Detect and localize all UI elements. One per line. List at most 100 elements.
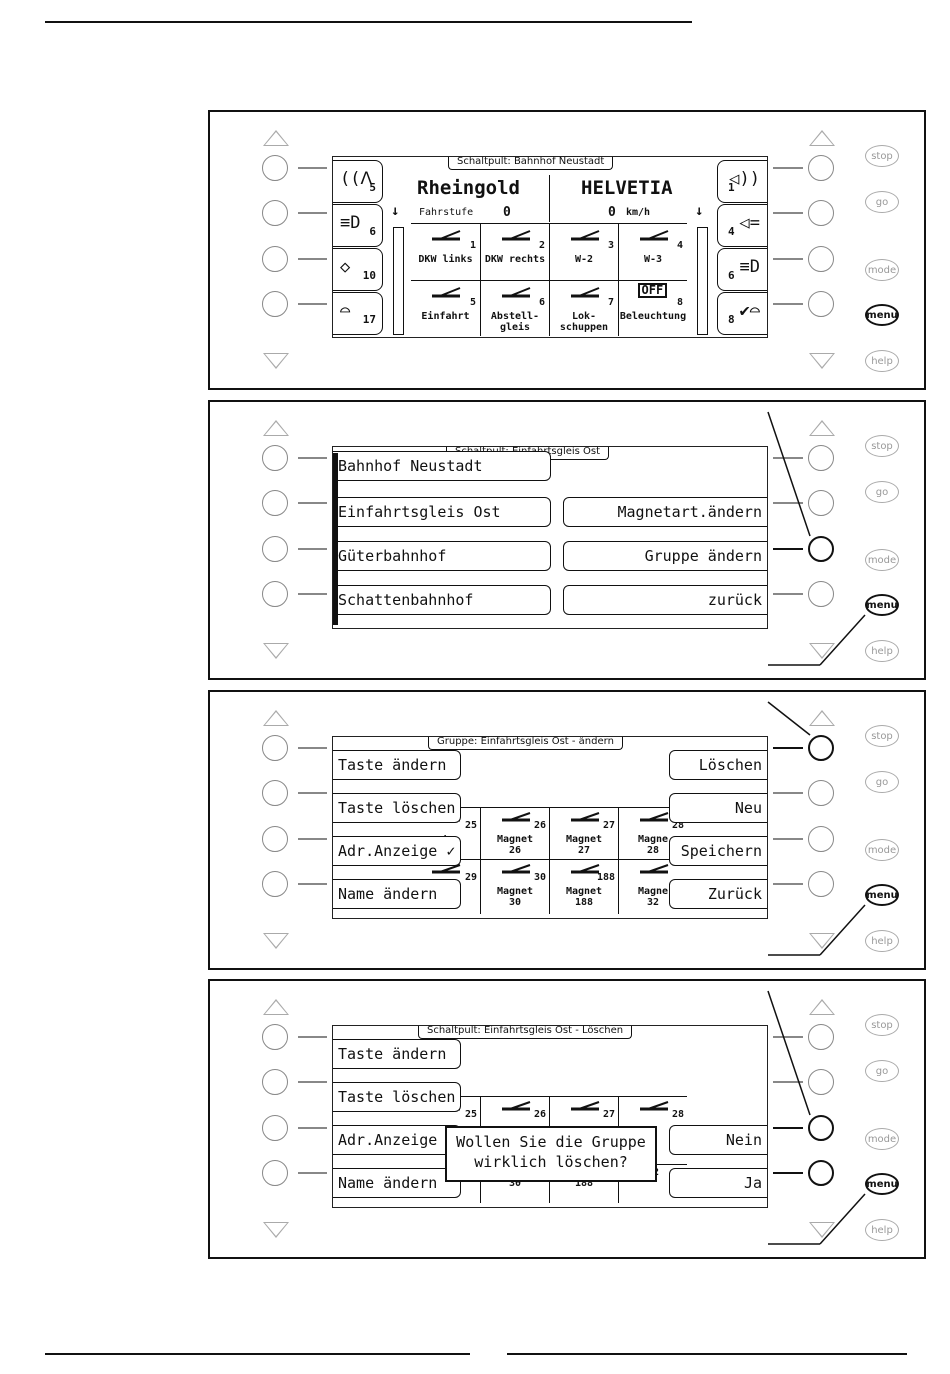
right-softkey-1[interactable] <box>808 735 834 761</box>
help-button[interactable]: help <box>865 930 899 952</box>
accessory-cell[interactable]: 28 <box>618 1096 687 1148</box>
accessory-cell[interactable]: 26 <box>480 1096 549 1148</box>
left-softkey-3[interactable] <box>262 246 288 272</box>
softkey-left-2[interactable]: Einfahrtsgleis Ost <box>333 497 551 527</box>
right-function-8[interactable]: 8✔⌓ <box>717 292 767 335</box>
left-softkey-4[interactable] <box>262 871 288 897</box>
left-softkey-1[interactable] <box>262 1024 288 1050</box>
softkey-right-1[interactable]: Magnetart.ändern <box>563 497 767 527</box>
stop-button[interactable]: stop <box>865 725 899 747</box>
mode-button[interactable]: mode <box>865 549 899 571</box>
left-softkey-3[interactable] <box>262 1115 288 1141</box>
right-function-4[interactable]: 4◁= <box>717 204 767 247</box>
right-softkey-2[interactable] <box>808 780 834 806</box>
stop-button[interactable]: stop <box>865 435 899 457</box>
right-softkey-2[interactable] <box>808 490 834 516</box>
left-function-10[interactable]: ◇10 <box>333 248 383 291</box>
left-softkey-4[interactable] <box>262 581 288 607</box>
softkey-right-1[interactable]: Löschen <box>669 750 767 780</box>
right-softkey-2[interactable] <box>808 1069 834 1095</box>
go-button[interactable]: go <box>865 481 899 503</box>
left-softkey-4[interactable] <box>262 291 288 317</box>
softkey-right-1[interactable]: Nein <box>669 1125 767 1155</box>
right-softkey-4[interactable] <box>808 1160 834 1186</box>
menu-button[interactable]: menu <box>865 884 899 906</box>
softkey-left-2[interactable]: Taste löschen <box>333 793 461 823</box>
right-softkey-3[interactable] <box>808 1115 834 1141</box>
right-softkey-1[interactable] <box>808 445 834 471</box>
accessory-cell[interactable]: Magne 32 <box>618 859 687 914</box>
mode-button[interactable]: mode <box>865 839 899 861</box>
right-down-arrow-icon[interactable] <box>809 643 835 659</box>
left-down-arrow-icon[interactable] <box>263 643 289 659</box>
go-button[interactable]: go <box>865 1060 899 1082</box>
right-down-arrow-icon[interactable] <box>809 1222 835 1238</box>
left-up-arrow-icon[interactable] <box>263 999 289 1015</box>
softkey-right-4[interactable]: Zurück <box>669 879 767 909</box>
left-up-arrow-icon[interactable] <box>263 130 289 146</box>
softkey-left-4[interactable]: Name ändern <box>333 1168 461 1198</box>
right-down-arrow-icon[interactable] <box>809 353 835 369</box>
softkey-right-2[interactable]: Ja <box>669 1168 767 1198</box>
accessory-cell[interactable]: 27 <box>549 1096 618 1148</box>
softkey-left-1[interactable]: Taste ändern <box>333 1039 461 1069</box>
left-down-arrow-icon[interactable] <box>263 933 289 949</box>
menu-button[interactable]: menu <box>865 594 899 616</box>
right-softkey-1[interactable] <box>808 1024 834 1050</box>
menu-button[interactable]: menu <box>865 1173 899 1195</box>
left-softkey-1[interactable] <box>262 155 288 181</box>
softkey-left-1[interactable]: Taste ändern <box>333 750 461 780</box>
left-down-arrow-icon[interactable] <box>263 1222 289 1238</box>
right-down-arrow-icon[interactable] <box>809 933 835 949</box>
left-softkey-3[interactable] <box>262 826 288 852</box>
right-up-arrow-icon[interactable] <box>809 999 835 1015</box>
softkey-left-3[interactable]: Adr.Anzeige <box>333 1125 461 1155</box>
left-up-arrow-icon[interactable] <box>263 420 289 436</box>
softkey-left-4[interactable]: Schattenbahnhof <box>333 585 551 615</box>
help-button[interactable]: help <box>865 1219 899 1241</box>
mode-button[interactable]: mode <box>865 1128 899 1150</box>
right-softkey-3[interactable] <box>808 826 834 852</box>
right-softkey-1[interactable] <box>808 155 834 181</box>
softkey-right-3[interactable]: Speichern <box>669 836 767 866</box>
right-softkey-2[interactable] <box>808 200 834 226</box>
left-softkey-1[interactable] <box>262 735 288 761</box>
menu-button[interactable]: menu <box>865 304 899 326</box>
right-function-1[interactable]: 1◁)) <box>717 160 767 203</box>
right-up-arrow-icon[interactable] <box>809 420 835 436</box>
left-softkey-2[interactable] <box>262 200 288 226</box>
right-softkey-3[interactable] <box>808 536 834 562</box>
stop-button[interactable]: stop <box>865 145 899 167</box>
right-softkey-4[interactable] <box>808 871 834 897</box>
right-softkey-4[interactable] <box>808 291 834 317</box>
softkey-left-1[interactable]: Bahnhof Neustadt <box>333 451 551 481</box>
right-softkey-3[interactable] <box>808 246 834 272</box>
softkey-left-3[interactable]: Güterbahnhof <box>333 541 551 571</box>
softkey-right-2[interactable]: Gruppe ändern <box>563 541 767 571</box>
softkey-left-4[interactable]: Name ändern <box>333 879 461 909</box>
left-softkey-2[interactable] <box>262 1069 288 1095</box>
left-softkey-3[interactable] <box>262 536 288 562</box>
left-softkey-2[interactable] <box>262 490 288 516</box>
right-function-6[interactable]: 6≡D <box>717 248 767 291</box>
left-softkey-4[interactable] <box>262 1160 288 1186</box>
left-softkey-2[interactable] <box>262 780 288 806</box>
softkey-left-2[interactable]: Taste löschen <box>333 1082 461 1112</box>
scrollbar[interactable] <box>333 453 338 625</box>
help-button[interactable]: help <box>865 640 899 662</box>
left-function-17[interactable]: ⌓17 <box>333 292 383 335</box>
stop-button[interactable]: stop <box>865 1014 899 1036</box>
softkey-left-3[interactable]: Adr.Anzeige ✓ <box>333 836 461 866</box>
go-button[interactable]: go <box>865 771 899 793</box>
